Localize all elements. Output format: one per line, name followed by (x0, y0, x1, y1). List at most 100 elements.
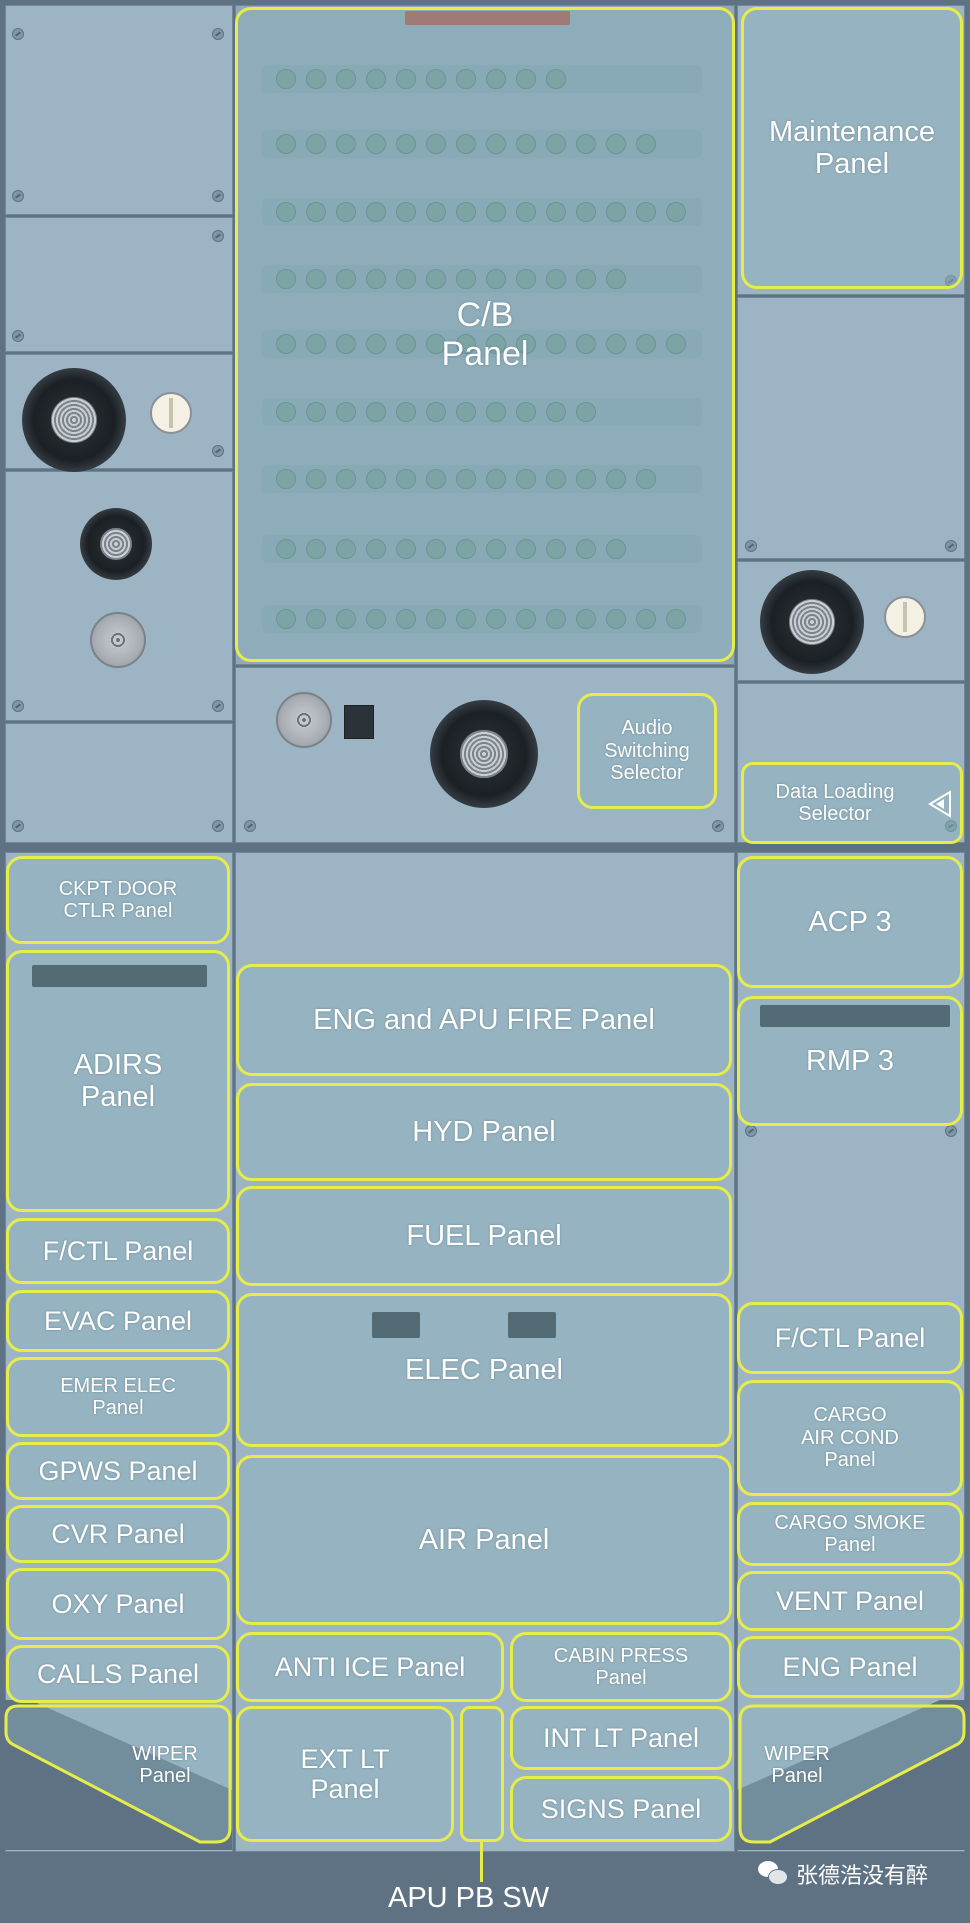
acp3-panel[interactable]: ACP 3 (737, 856, 963, 988)
gpws-panel-label: GPWS Panel (38, 1455, 198, 1486)
vent-panel-label: VENT Panel (775, 1585, 925, 1616)
screw-icon (12, 700, 24, 712)
cb-row (262, 130, 702, 158)
cb-row (262, 465, 702, 493)
audio-switching-selector-label: Audio Switching Selector (604, 717, 690, 785)
elec-panel-label: ELEC Panel (405, 1353, 563, 1386)
plate-left-5 (5, 723, 233, 843)
plate-maint (737, 5, 965, 295)
eng-apu-fire-panel[interactable]: ENG and APU FIRE Panel (236, 964, 732, 1076)
wechat-icon (758, 1861, 788, 1887)
cvr-panel[interactable]: CVR Panel (6, 1505, 230, 1563)
evac-panel-label: EVAC Panel (43, 1305, 193, 1336)
screw-icon (945, 1125, 957, 1137)
cabin-press-panel-label: CABIN PRESS Panel (553, 1644, 689, 1689)
cvr-panel-label: CVR Panel (51, 1518, 185, 1549)
loudspeaker-knob-icon (80, 508, 152, 580)
cb-row (262, 398, 702, 426)
wiper-panel-right-label: WIPER Panel (764, 1742, 830, 1787)
toilet-occupied-indicator (344, 705, 374, 739)
air-panel-label: AIR Panel (418, 1523, 550, 1556)
hyd-panel[interactable]: HYD Panel (236, 1083, 732, 1181)
cargo-smoke-panel[interactable]: CARGO SMOKE Panel (737, 1502, 963, 1566)
gpws-panel[interactable]: GPWS Panel (6, 1442, 230, 1500)
reading-light-knob (150, 392, 192, 434)
triangle-arrow-icon (928, 790, 951, 818)
wiper-panel-left[interactable]: WIPER Panel (100, 1720, 230, 1810)
cargo-air-cond-panel[interactable]: CARGO AIR COND Panel (737, 1380, 963, 1496)
anti-ice-panel[interactable]: ANTI ICE Panel (236, 1632, 504, 1702)
audio-switching-selector[interactable]: Audio Switching Selector (577, 693, 717, 809)
fuel-panel[interactable]: FUEL Panel (236, 1186, 732, 1286)
eng-apu-fire-panel-label: ENG and APU FIRE Panel (313, 1003, 655, 1036)
air-panel[interactable]: AIR Panel (236, 1455, 732, 1625)
signs-panel-label: SIGNS Panel (540, 1793, 702, 1824)
screw-icon (12, 330, 24, 342)
fctl-panel-left-label: F/CTL Panel (42, 1235, 194, 1266)
screw-icon (12, 28, 24, 40)
audio-knob-icon (430, 700, 538, 808)
watermark: 张德浩没有醉 (758, 1858, 928, 1890)
hyd-panel-label: HYD Panel (412, 1115, 556, 1148)
emer-elec-panel-label: EMER ELEC Panel (60, 1374, 176, 1419)
rmp3-panel[interactable]: RMP 3 (737, 996, 963, 1126)
data-loading-selector[interactable]: Data Loading Selector (741, 762, 963, 844)
data-loading-selector-label: Data Loading Selector (775, 780, 895, 825)
fctl-panel-right[interactable]: F/CTL Panel (737, 1302, 963, 1374)
cb-panel-label: C/B Panel (441, 296, 529, 373)
vent-panel[interactable]: VENT Panel (737, 1571, 963, 1631)
screw-icon (12, 190, 24, 202)
elec-display (508, 1312, 556, 1338)
calls-panel[interactable]: CALLS Panel (6, 1645, 230, 1703)
plate-left-2 (5, 217, 233, 352)
screw-icon (945, 820, 957, 832)
oxy-panel[interactable]: OXY Panel (6, 1568, 230, 1640)
ckpt-door-ctlr-panel[interactable]: CKPT DOOR CTLR Panel (6, 856, 230, 944)
screw-icon (745, 1125, 757, 1137)
wiper-panel-right[interactable]: WIPER Panel (737, 1720, 857, 1810)
screw-icon (212, 445, 224, 457)
speaker-grille-icon (90, 612, 146, 668)
wiper-panel-left-label: WIPER Panel (132, 1742, 198, 1787)
eng-panel[interactable]: ENG Panel (737, 1636, 963, 1698)
signs-panel[interactable]: SIGNS Panel (510, 1776, 732, 1842)
reading-light-icon (22, 368, 126, 472)
calls-panel-label: CALLS Panel (36, 1658, 200, 1689)
int-lt-panel-label: INT LT Panel (542, 1722, 700, 1753)
screw-icon (212, 230, 224, 242)
apu-pb-sw[interactable] (460, 1706, 504, 1842)
screw-icon (212, 28, 224, 40)
maintenance-panel[interactable]: Maintenance Panel (741, 7, 963, 289)
emer-elec-panel[interactable]: EMER ELEC Panel (6, 1357, 230, 1437)
cb-panel[interactable]: C/B Panel (235, 7, 735, 662)
screw-icon (244, 820, 256, 832)
adirs-panel[interactable]: ADIRS Panel (6, 950, 230, 1212)
rmp-display (760, 1005, 950, 1027)
rmp3-panel-label: RMP 3 (805, 1044, 895, 1077)
cb-row (262, 605, 702, 633)
wiper-panel-left-outline (4, 1704, 232, 1844)
ext-lt-panel[interactable]: EXT LT Panel (236, 1706, 454, 1842)
adirs-display (32, 965, 207, 987)
cabin-press-panel[interactable]: CABIN PRESS Panel (510, 1632, 732, 1702)
evac-panel[interactable]: EVAC Panel (6, 1290, 230, 1352)
screw-icon (712, 820, 724, 832)
acp3-panel-label: ACP 3 (808, 905, 892, 938)
plate-top-left (5, 5, 233, 215)
cb-row (262, 65, 702, 93)
elec-panel[interactable]: ELEC Panel (236, 1293, 732, 1447)
int-lt-panel[interactable]: INT LT Panel (510, 1706, 732, 1770)
fctl-panel-left[interactable]: F/CTL Panel (6, 1218, 230, 1284)
cb-row (262, 535, 702, 563)
ckpt-door-ctlr-panel-label: CKPT DOOR CTLR Panel (58, 877, 178, 922)
fctl-panel-right-label: F/CTL Panel (774, 1322, 926, 1353)
speaker-grille-icon (276, 692, 332, 748)
anti-ice-panel-label: ANTI ICE Panel (274, 1651, 466, 1682)
screw-icon (212, 700, 224, 712)
screw-icon (745, 540, 757, 552)
watermark-text: 张德浩没有醉 (796, 1863, 929, 1888)
bottom-trim (0, 1700, 970, 1850)
maintenance-panel-label: Maintenance Panel (768, 115, 936, 180)
oxy-panel-label: OXY Panel (51, 1588, 185, 1619)
